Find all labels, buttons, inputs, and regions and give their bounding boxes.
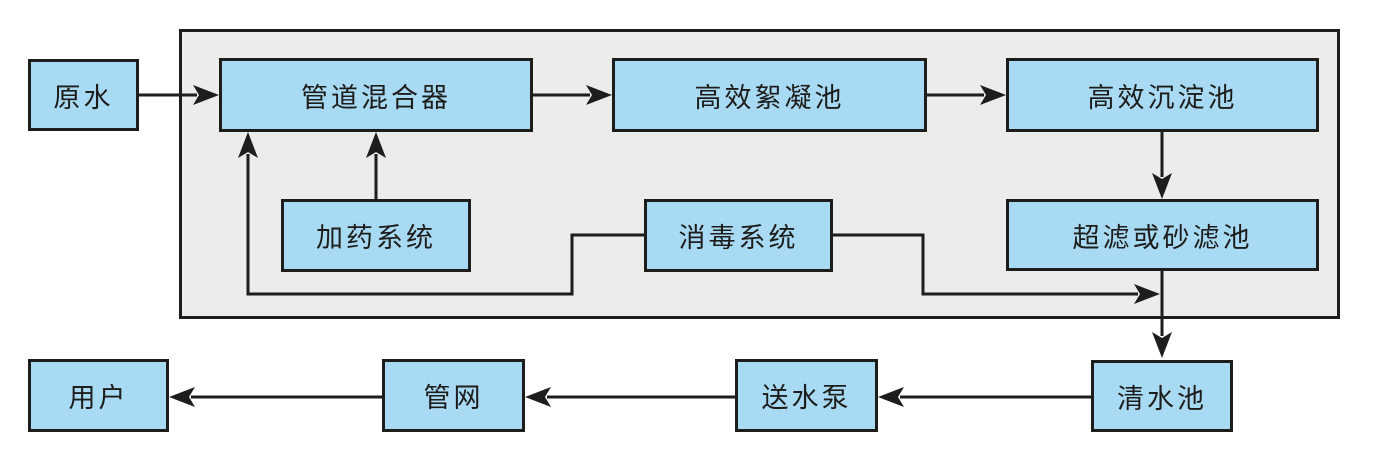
node-pipe-mixer: 管道混合器 [219, 58, 533, 132]
node-raw-water: 原水 [28, 59, 139, 131]
edge-pump-to-pipe-network [525, 387, 735, 407]
edge-sedimentation-to-filter [1152, 132, 1172, 199]
edge-pipe-network-to-users [169, 387, 382, 407]
node-sedimentation-tank: 高效沉淀池 [1006, 58, 1319, 132]
node-ultrafilter-or-sand-filter-tank: 超滤或砂滤池 [1006, 199, 1319, 271]
node-pipe-network: 管网 [382, 359, 525, 432]
node-flocculation-tank: 高效絮凝池 [612, 58, 927, 132]
node-users: 用户 [28, 359, 169, 432]
node-dosing-system: 加药系统 [281, 199, 471, 272]
edge-clear-water-to-pump [878, 387, 1091, 407]
node-clear-water-tank: 清水池 [1091, 360, 1233, 432]
node-disinfection-system: 消毒系统 [644, 199, 833, 272]
node-water-pump: 送水泵 [735, 359, 878, 432]
edge-filter-to-clear-water [1152, 271, 1172, 358]
edge-raw-water-to-pipe-mixer [139, 85, 219, 105]
edge-disinfection-to-clear-water-line [833, 233, 1160, 304]
edge-dosing-to-pipe-mixer [366, 132, 386, 199]
edge-disinfection-to-pipe-mixer [238, 132, 644, 296]
edge-pipe-mixer-to-flocculation [533, 85, 612, 105]
edge-flocculation-to-sedimentation [927, 85, 1006, 105]
